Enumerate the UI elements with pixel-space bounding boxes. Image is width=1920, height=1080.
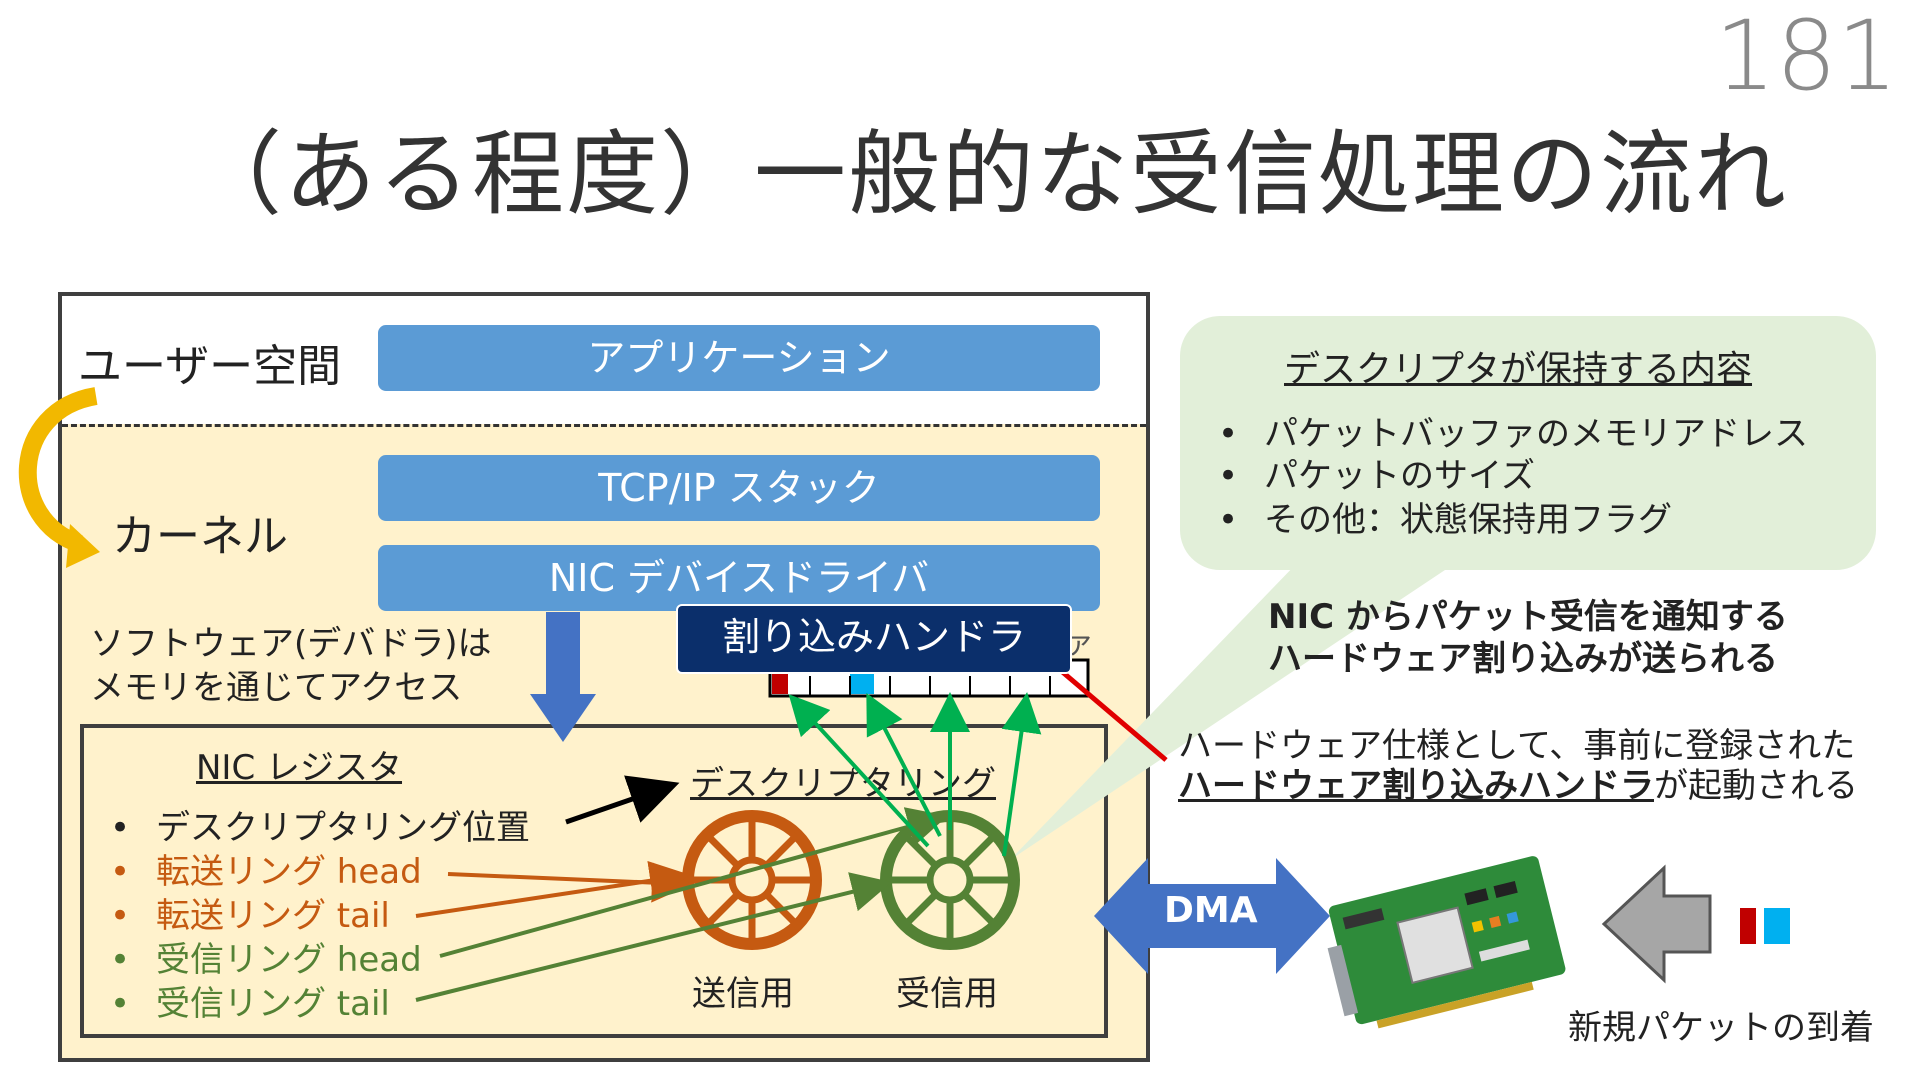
dma-arrow — [1094, 858, 1330, 974]
software-note-line1: ソフトウェア(デバドラ)は — [90, 624, 492, 664]
interrupt-handler-box: 割り込みハンドラ — [676, 604, 1072, 674]
register-item-label: 受信リング tail — [156, 984, 390, 1024]
application-box: アプリケーション — [378, 325, 1100, 391]
interrupt-note-line1: NIC からパケット受信を通知する — [1268, 597, 1788, 637]
nic-register-box — [80, 724, 1108, 1038]
register-item-label: 転送リング tail — [156, 896, 390, 936]
register-item-label: デスクリプタリング位置 — [156, 808, 530, 848]
register-item-ring-position: • デスクリプタリング位置 — [110, 800, 530, 849]
bullet: • — [1218, 456, 1239, 496]
tx-ring-label: 送信用 — [692, 974, 794, 1014]
callout-item-text: その他：状態保持用フラグ — [1264, 500, 1672, 540]
slide-number: 181 — [1714, 0, 1898, 112]
interrupt-note: NIC からパケット受信を通知する ハードウェア割り込みが送られる — [1268, 596, 1788, 680]
handler-note-rest: が起動される — [1654, 766, 1858, 806]
nic-register-title: NIC レジスタ — [196, 748, 403, 788]
software-note: ソフトウェア(デバドラ)は メモリを通じてアクセス — [90, 622, 492, 710]
register-item-rx-head: • 受信リング head — [110, 932, 422, 981]
bullet: • — [110, 808, 131, 848]
rx-head-arrow — [439, 807, 948, 958]
bullet: • — [1218, 500, 1239, 540]
callout-item-text: パケットバッファのメモリアドレス — [1264, 414, 1808, 454]
buffer-slot-blue — [850, 674, 874, 694]
handler-note-line1: ハードウェア仕様として、事前に登録された — [1178, 726, 1856, 766]
dma-label: DMA — [1164, 890, 1258, 931]
rx-buffer-arrow — [866, 692, 942, 837]
bullet: • — [110, 940, 131, 980]
rx-ring-label: 受信用 — [896, 974, 998, 1014]
buffer-slot-red — [772, 674, 788, 694]
callout-item: • パケットのサイズ — [1218, 448, 1535, 497]
handler-pointer-line — [1044, 656, 1168, 762]
arrival-arrow — [1601, 864, 1712, 984]
user-space-label: ユーザー空間 — [78, 341, 342, 392]
callout-title: デスクリプタが保持する内容 — [1284, 349, 1753, 390]
register-item-label: 受信リング head — [156, 940, 422, 980]
ring-position-arrow — [565, 775, 680, 825]
rx-ring-wheel — [880, 810, 1020, 950]
callout-box — [1180, 316, 1876, 570]
driver-to-register-arrow — [530, 612, 596, 742]
rx-buffer-arrow — [788, 694, 930, 848]
kernel-label: カーネル — [112, 511, 288, 562]
tx-ring-wheel — [682, 810, 822, 950]
packet-icon-red — [1740, 908, 1756, 944]
bullet: • — [1218, 414, 1239, 454]
register-item-tx-head: • 転送リング head — [110, 844, 422, 893]
packet-arrival-label: 新規パケットの到着 — [1568, 1008, 1874, 1048]
bullet: • — [110, 896, 131, 936]
handler-note-bold: ハードウェア割り込みハンドラ — [1178, 766, 1654, 806]
register-item-rx-tail: • 受信リング tail — [110, 976, 390, 1025]
context-switch-arrowhead — [66, 524, 100, 568]
device-driver-box: NIC デバイスドライバ — [378, 545, 1100, 611]
tcpip-stack-box: TCP/IP スタック — [378, 455, 1100, 521]
handler-note-line2: ハードウェア割り込みハンドラが起動される — [1178, 758, 1858, 807]
bullet: • — [110, 852, 131, 892]
callout-item: • パケットバッファのメモリアドレス — [1218, 406, 1808, 455]
nic-card-image — [1327, 856, 1566, 1029]
descriptor-ring-label: デスクリプタリング — [690, 764, 996, 804]
system-frame — [58, 292, 1150, 1062]
packet-icon-blue — [1764, 908, 1790, 944]
context-switch-arrow — [18, 387, 98, 553]
callout-item-text: パケットのサイズ — [1264, 456, 1535, 496]
interrupt-note-line2: ハードウェア割り込みが送られる — [1268, 639, 1778, 679]
software-note-line2: メモリを通じてアクセス — [90, 668, 463, 708]
rx-tail-arrow — [415, 872, 892, 1002]
register-item-label: 転送リング head — [156, 852, 422, 892]
rx-buffer-arrow — [1001, 692, 1042, 857]
slide-title: （ある程度）一般的な受信処理の流れ — [190, 121, 1789, 228]
tx-tail-arrow — [415, 860, 690, 918]
callout-item: • その他：状態保持用フラグ — [1218, 492, 1672, 541]
register-item-tx-tail: • 転送リング tail — [110, 888, 390, 937]
bullet: • — [110, 984, 131, 1024]
callout-tail-shape — [1010, 560, 1460, 860]
